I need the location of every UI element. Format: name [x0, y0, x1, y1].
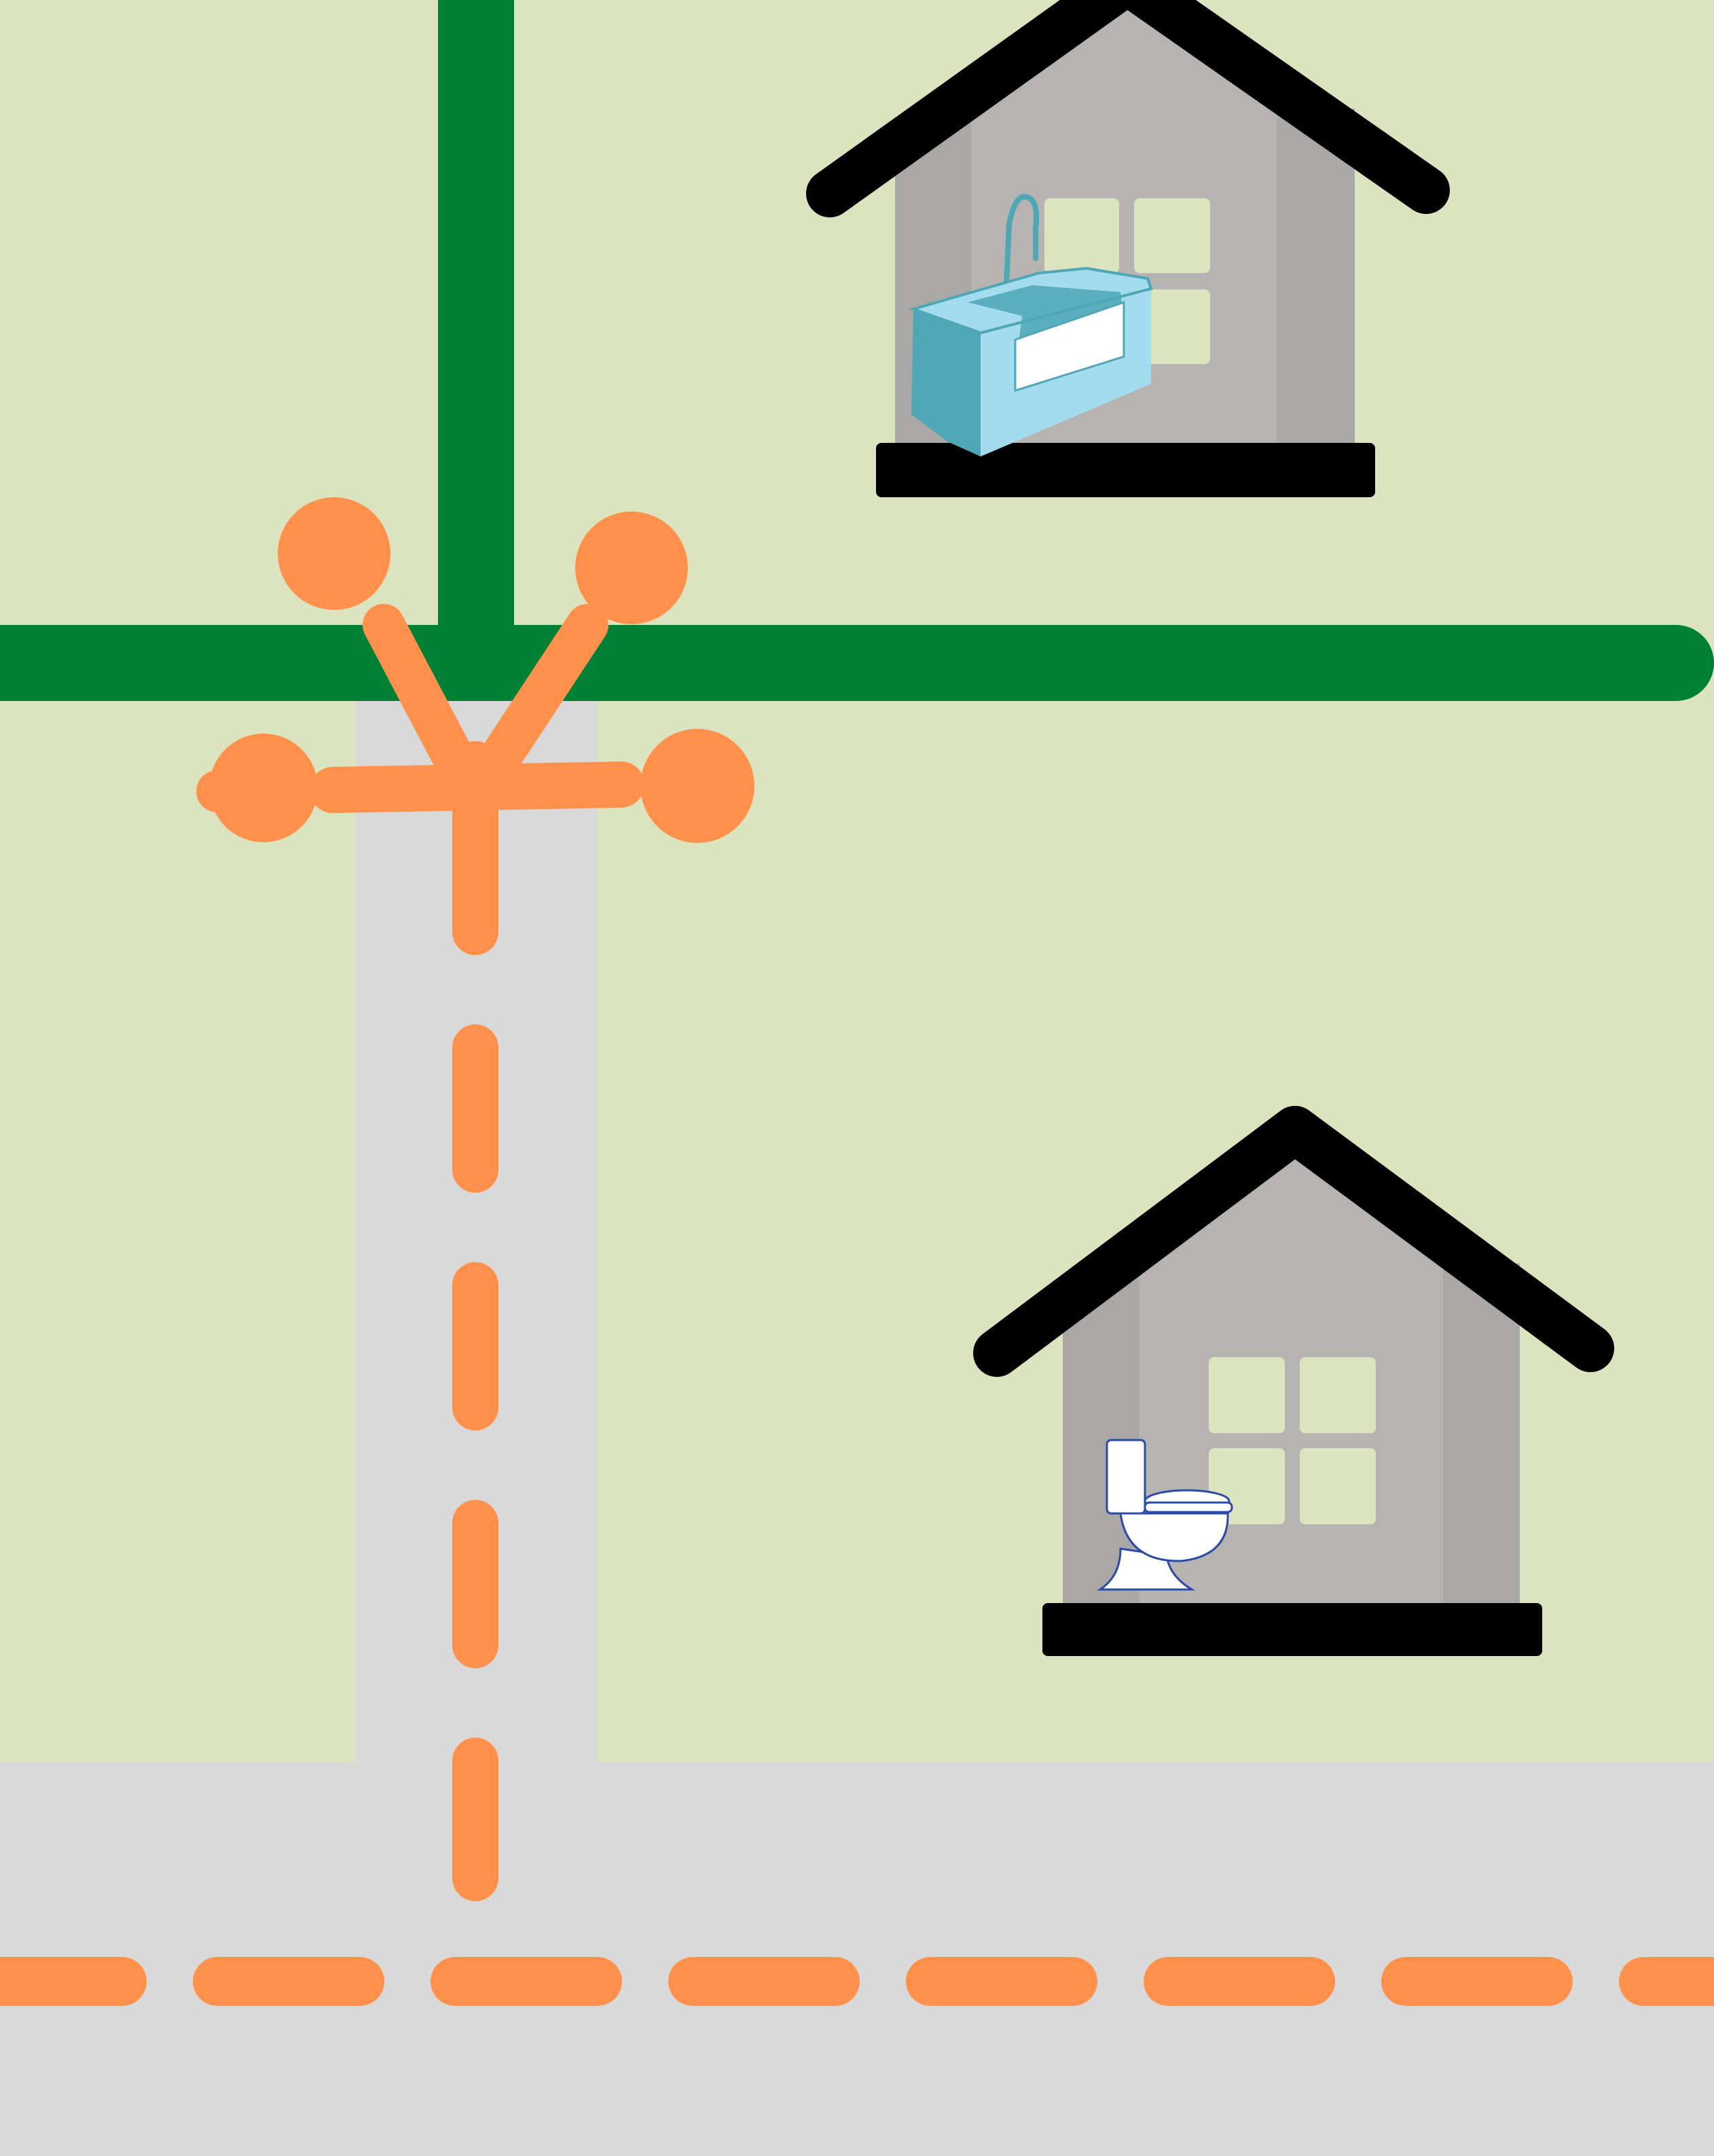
- house-lower: [973, 1106, 1614, 1656]
- house-lower-wall-shade-right: [1443, 1263, 1520, 1604]
- sink-cabinet-door: [1014, 300, 1125, 393]
- junction-node-top-left: [278, 497, 390, 610]
- house-upper: [806, 0, 1450, 497]
- sink-front-face: [911, 309, 981, 456]
- toilet-seat: [1144, 1501, 1233, 1513]
- window-pane: [1044, 198, 1119, 273]
- house-upper-foundation: [876, 443, 1375, 497]
- junction-arm-left: [363, 604, 473, 775]
- house-lower-foundation: [1042, 1603, 1542, 1656]
- house-lower-window: [1209, 1357, 1376, 1524]
- junction-crossbar: [310, 761, 644, 813]
- toilet-base: [1097, 1547, 1196, 1591]
- window-pane: [1134, 289, 1210, 364]
- kitchen-sink-icon: [909, 194, 1153, 456]
- sink-faucet: [1004, 194, 1040, 288]
- junction-arm-right: [481, 604, 608, 775]
- orange-sewer-lines: [0, 787, 1714, 2006]
- sink-basin: [968, 285, 1124, 343]
- green-pipe-horizontal: [0, 625, 1714, 701]
- toilet-icon: [1097, 1439, 1233, 1591]
- toilet-bowl: [1119, 1512, 1229, 1562]
- pipe-junction-icon: [196, 497, 754, 954]
- junction-node-right: [640, 729, 754, 843]
- window-pane: [1300, 1448, 1376, 1524]
- green-pipe-vertical: [438, 0, 514, 686]
- junction-node-top-right: [575, 511, 688, 624]
- window-pane: [1300, 1357, 1376, 1433]
- window-pane: [1209, 1357, 1285, 1433]
- house-upper-wall-shade-right: [1277, 109, 1355, 452]
- junction-node-left: [209, 734, 318, 842]
- house-upper-roof: [806, 0, 1450, 217]
- window-pane: [1134, 198, 1210, 273]
- toilet-tank: [1106, 1439, 1146, 1515]
- house-lower-roof: [973, 1106, 1614, 1377]
